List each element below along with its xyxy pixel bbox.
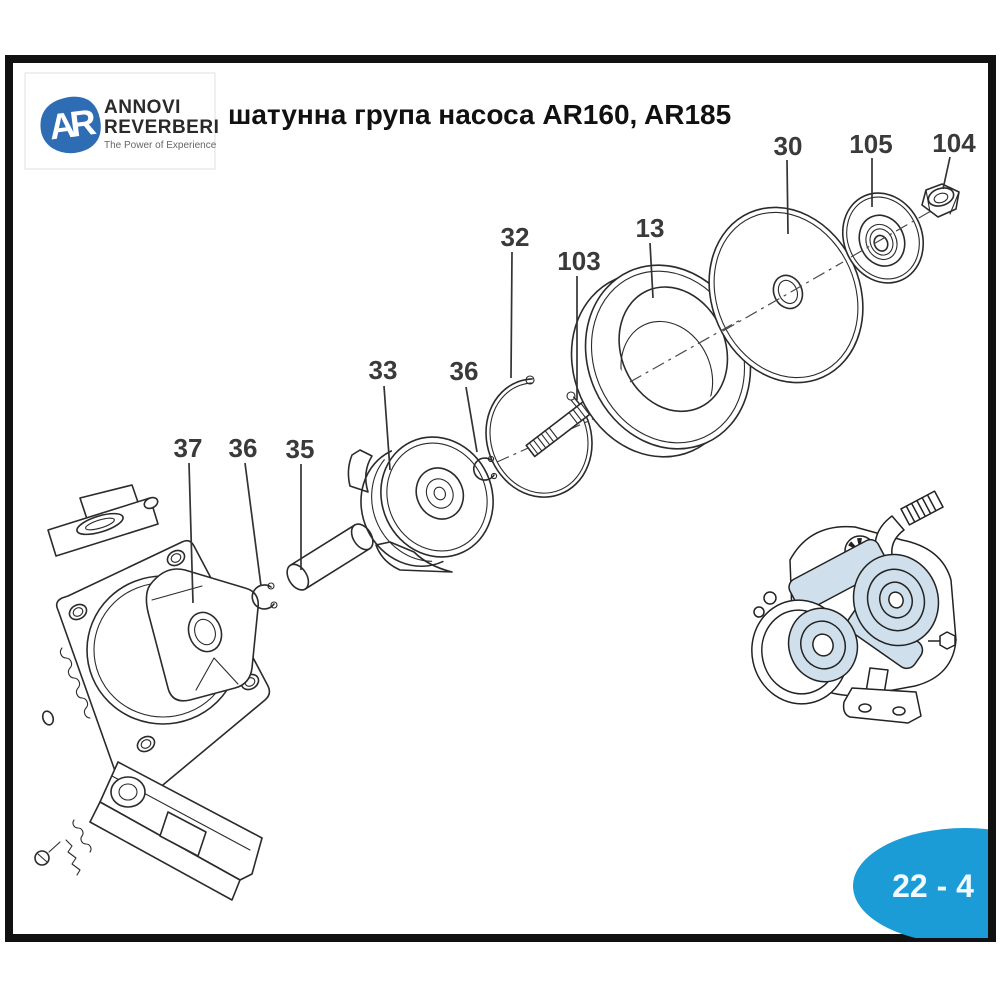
part-label-36-pin: 36: [229, 433, 258, 463]
part-label-13: 13: [636, 213, 665, 243]
part-label-105: 105: [849, 129, 892, 159]
logo-name-line1: ANNOVI: [104, 97, 181, 118]
page-title: шатунна група насоса AR160, AR185: [228, 99, 731, 130]
part-label-103: 103: [557, 246, 600, 276]
hex-nut-drawing: [921, 183, 960, 218]
part-label-104: 104: [932, 128, 976, 158]
diaphragm-cover-drawing: [570, 264, 752, 458]
center-axis-line: [850, 210, 932, 258]
badge-ellipse: [853, 828, 988, 938]
part-label-33: 33: [369, 355, 398, 385]
center-axis-line: [722, 261, 844, 332]
part-label-32: 32: [501, 222, 530, 252]
logo-tagline: The Power of Experience: [104, 140, 217, 151]
part-label-37: 37: [174, 433, 203, 463]
logo: AR ANNOVI REVERBERI The Power of Experie…: [24, 72, 219, 170]
page-badge: 22 - 4: [853, 828, 988, 938]
logo-name-line2: REVERBERI: [104, 117, 219, 138]
leader-lines: [188, 156, 951, 604]
pump-reference-illustration: [751, 490, 957, 724]
part-label-35: 35: [286, 434, 315, 464]
piston-drawing: [347, 436, 494, 573]
ar-emblem-icon: [40, 96, 101, 154]
piston-pin-drawing: [286, 523, 374, 591]
center-axis-line: [629, 319, 741, 383]
circlip-piston-drawing: [472, 455, 498, 481]
part-label-36-piston: 36: [450, 356, 479, 386]
retaining-ring-drawing: [485, 375, 593, 498]
part-label-30: 30: [774, 131, 803, 161]
crankcase-drawing: [34, 484, 271, 901]
circlip-pin-drawing: [251, 582, 278, 610]
badge-page-ref: 22 - 4: [892, 868, 974, 904]
